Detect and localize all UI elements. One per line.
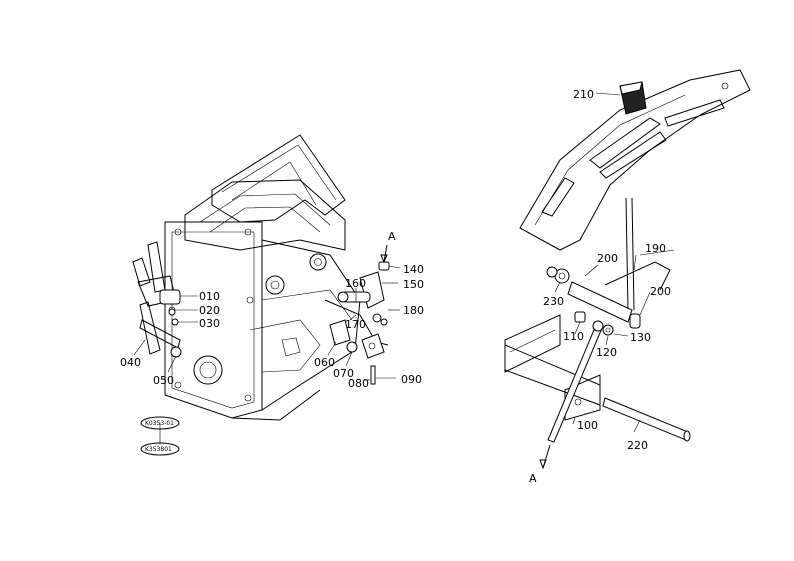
part-label-170: 170	[345, 318, 366, 331]
stamp-top: K0353-01	[145, 420, 174, 427]
reference-stamps: K0353-01 K353801	[140, 416, 180, 456]
part-label-070: 070	[333, 367, 354, 380]
right-labels: 100 110 120 130 190 200 200 210 220 230 …	[529, 88, 671, 485]
part-label-140: 140	[403, 263, 424, 276]
part-label-080: 080	[348, 377, 369, 390]
stamp-bottom: K353801	[145, 446, 172, 453]
part-label-010: 010	[199, 290, 220, 303]
part-label-030: 030	[199, 317, 220, 330]
arrow-marker-a-left: A	[388, 230, 396, 243]
part-label-040: 040	[120, 356, 141, 369]
part-label-120: 120	[596, 346, 617, 359]
part-label-150: 150	[403, 278, 424, 291]
part-label-160: 160	[345, 277, 366, 290]
transmission-housing	[164, 134, 361, 421]
left-labels: 010 020 030 040 050 060 070 080 090 140 …	[120, 230, 424, 390]
leader-lines	[133, 92, 675, 444]
part-label-110: 110	[563, 330, 584, 343]
lever-guide-plate	[519, 69, 751, 251]
shift-lever-assembly	[504, 81, 691, 470]
part-label-180: 180	[403, 304, 424, 317]
part-label-100: 100	[577, 419, 598, 432]
part-label-210: 210	[573, 88, 594, 101]
part-label-050: 050	[153, 374, 174, 387]
part-label-200-upper: 200	[597, 252, 618, 265]
part-label-060: 060	[314, 356, 335, 369]
part-label-230: 230	[543, 295, 564, 308]
part-label-200-right: 200	[650, 285, 671, 298]
shift-fork-assembly	[132, 241, 182, 358]
part-label-220: 220	[627, 439, 648, 452]
part-label-190: 190	[645, 242, 666, 255]
part-label-020: 020	[199, 304, 220, 317]
part-label-090: 090	[401, 373, 422, 386]
part-label-130: 130	[630, 331, 651, 344]
arrow-marker-a-right: A	[529, 472, 537, 485]
